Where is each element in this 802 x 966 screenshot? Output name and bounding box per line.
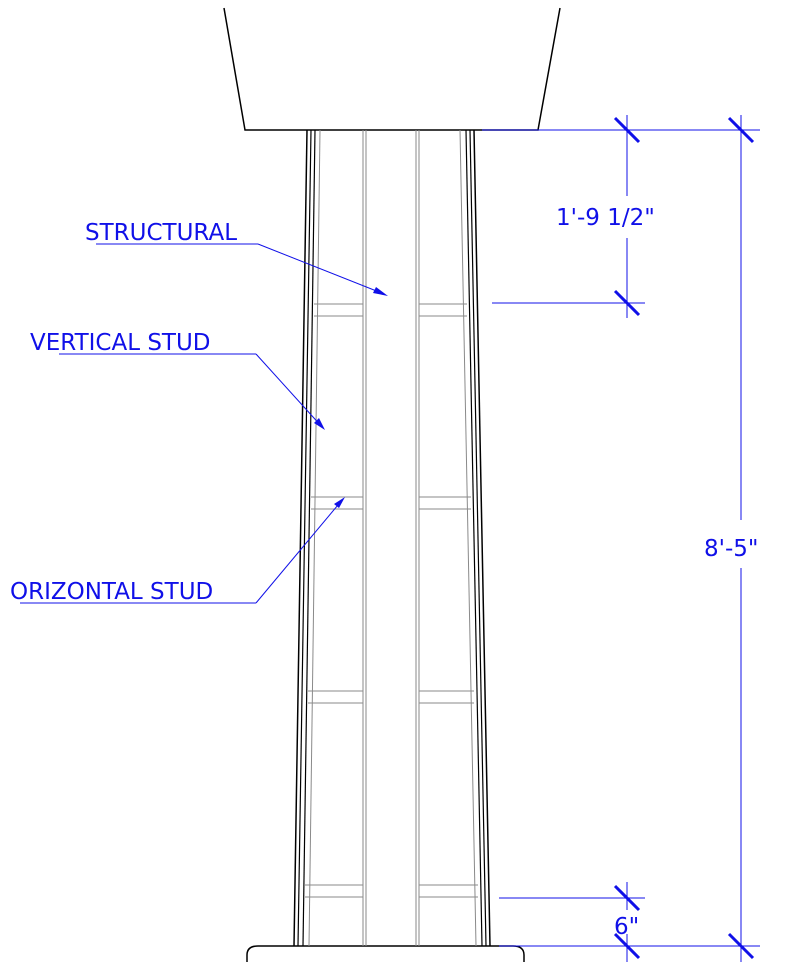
horizontal-stud-leader	[20, 497, 345, 604]
vertical-stud-label: VERTICAL STUD	[30, 330, 211, 356]
dimension-ticks	[613, 116, 755, 960]
horizontal-stud-label: ORIZONTAL STUD	[10, 579, 213, 605]
upper-cap-block	[223, 7, 561, 131]
horizontal-studs	[305, 303, 478, 898]
vertical-stud-leader	[59, 353, 325, 430]
dimension-top-offset: 1'-9 1/2"	[556, 205, 655, 231]
dimension-extension-lines	[482, 129, 760, 947]
structural-label: STRUCTURAL	[85, 220, 237, 246]
dimension-overall-height: 8'-5"	[704, 536, 758, 562]
dimension-bottom-offset: 6"	[614, 914, 639, 940]
structural-leader	[96, 243, 388, 296]
column-outline	[293, 129, 491, 947]
structural-core	[362, 130, 420, 946]
vertical-stud-lines	[308, 129, 477, 947]
base-block	[246, 945, 525, 962]
